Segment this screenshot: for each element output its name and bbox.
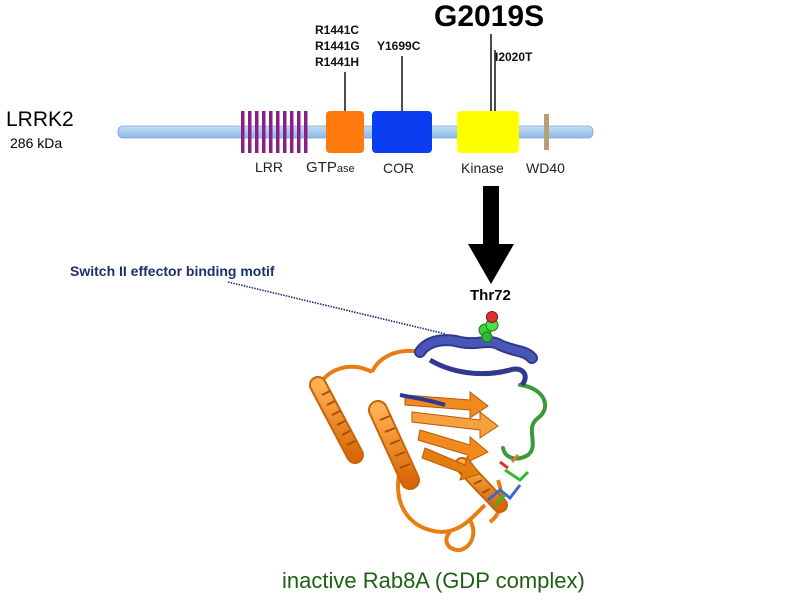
wd40-domain bbox=[544, 114, 549, 150]
alpha-helix-left bbox=[309, 376, 364, 464]
alpha-helix-center bbox=[368, 400, 420, 490]
kinase-domain bbox=[457, 111, 519, 153]
lrr-repeat bbox=[304, 111, 308, 153]
wd40-label: WD40 bbox=[526, 160, 565, 176]
gtpase-label: GTPase bbox=[306, 159, 355, 176]
arrow-head bbox=[468, 244, 514, 284]
gtpase-label-main: GTP bbox=[306, 159, 337, 176]
lrr-repeat bbox=[276, 111, 280, 153]
kinase-label: Kinase bbox=[461, 160, 504, 176]
motif-leader-line bbox=[227, 281, 447, 335]
protein-name: LRRK2 bbox=[6, 108, 74, 131]
beta-strand bbox=[417, 429, 489, 463]
beta-strand bbox=[421, 447, 481, 481]
protein-mass: 286 kDa bbox=[10, 135, 63, 151]
structure-caption: inactive Rab8A (GDP complex) bbox=[282, 568, 585, 593]
lrr-repeat bbox=[241, 111, 245, 153]
lrr-repeat bbox=[248, 111, 252, 153]
thr72-oxygen bbox=[486, 311, 498, 323]
thr72-sphere bbox=[481, 331, 493, 343]
cor-label: COR bbox=[383, 160, 415, 176]
lrr-repeat bbox=[290, 111, 294, 153]
lrr-repeat bbox=[255, 111, 259, 153]
lrr-repeat bbox=[297, 111, 301, 153]
mutation-r1441h: R1441H bbox=[315, 55, 360, 69]
mutation-r1441c: R1441C bbox=[315, 23, 360, 37]
gtpase-label-sub: ase bbox=[336, 163, 355, 175]
coil-loop bbox=[370, 349, 421, 373]
green-loop bbox=[501, 383, 548, 461]
gtpase-domain bbox=[326, 111, 364, 153]
lrr-repeat bbox=[269, 111, 273, 153]
thr72-label: Thr72 bbox=[470, 287, 511, 304]
mutation-i2020t: I2020T bbox=[495, 50, 533, 64]
beta-strand bbox=[411, 410, 499, 439]
coil-loop bbox=[396, 469, 487, 534]
lrr-repeat bbox=[262, 111, 266, 153]
arrow-shaft bbox=[483, 186, 499, 248]
mutation-g2019s: G2019S bbox=[434, 0, 545, 33]
lrr-repeat bbox=[283, 111, 287, 153]
cor-domain bbox=[372, 111, 432, 153]
gtpase-mutations: R1441C R1441G R1441H bbox=[315, 22, 360, 70]
lrr-label: LRR bbox=[255, 159, 284, 175]
switch-ii-motif-label: Switch II effector binding motif bbox=[70, 263, 275, 279]
lrr-domain bbox=[241, 111, 308, 153]
mutation-y1699c: Y1699C bbox=[377, 39, 421, 53]
gdp-ligand bbox=[487, 454, 530, 507]
rab8a-structure bbox=[309, 311, 548, 553]
switch-ii-region bbox=[399, 334, 538, 407]
coil-loop bbox=[444, 519, 476, 553]
mutation-r1441g: R1441G bbox=[315, 39, 360, 53]
